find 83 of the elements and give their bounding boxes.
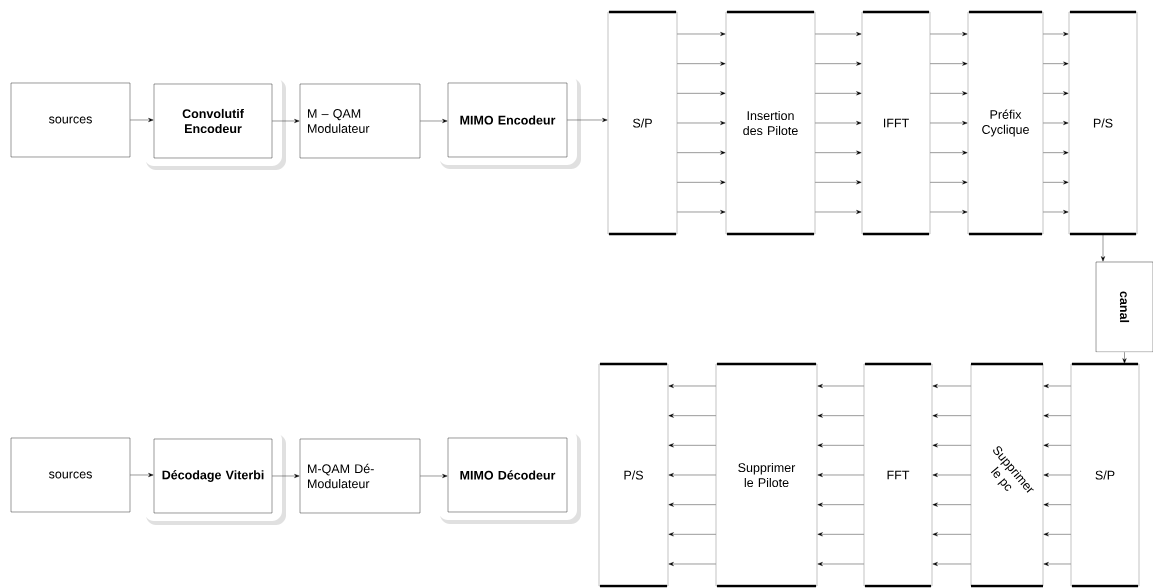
- arrow: [1043, 150, 1069, 155]
- arrow: [668, 502, 716, 507]
- arrow: [1043, 443, 1071, 448]
- arrow: [420, 474, 448, 478]
- arrow: [1122, 352, 1127, 364]
- arrow: [932, 413, 971, 418]
- arrow: [668, 443, 716, 448]
- encoder-box: MIMO Encodeur: [438, 74, 581, 169]
- process-box: S/P: [607, 10, 678, 236]
- arrow: [130, 118, 154, 122]
- arrow: [932, 384, 971, 388]
- arrow: [567, 118, 608, 122]
- arrow: [930, 210, 968, 214]
- arrow: [817, 413, 864, 418]
- arrow: [677, 180, 726, 185]
- arrow: [1043, 180, 1069, 185]
- process-box: M-QAM Dé-Modulateur: [299, 438, 421, 514]
- arrow: [1043, 61, 1069, 66]
- arrow: [668, 532, 716, 537]
- arrow: [930, 61, 968, 66]
- source-box: sources: [10, 82, 131, 158]
- arrow: [677, 210, 726, 214]
- arrow: [817, 502, 864, 507]
- arrow: [668, 562, 716, 566]
- arrow: [817, 384, 864, 388]
- arrow: [130, 473, 154, 477]
- arrow: [815, 210, 862, 214]
- arrow: [1043, 413, 1071, 418]
- process-box: M – QAM Modulateur: [299, 83, 421, 159]
- arrow: [1043, 210, 1069, 214]
- channel-box: canal: [1095, 261, 1153, 353]
- arrow: [668, 473, 716, 477]
- arrow: [1043, 121, 1069, 125]
- arrow: [930, 91, 968, 96]
- arrow: [817, 443, 864, 448]
- arrow: [1043, 32, 1069, 36]
- source-box: sources: [10, 437, 131, 513]
- arrow: [815, 32, 862, 36]
- process-box: IFFT: [861, 10, 931, 236]
- process-box: S/P: [1070, 362, 1140, 588]
- arrow: [817, 532, 864, 537]
- arrow: [815, 61, 862, 66]
- arrow: [677, 32, 726, 36]
- arrow: [932, 473, 971, 477]
- arrow: [272, 119, 300, 123]
- arrow: [1043, 384, 1071, 388]
- arrow: [1043, 502, 1071, 507]
- arrow: [815, 91, 862, 96]
- encoder-box: MIMO Décodeur: [438, 429, 581, 524]
- arrow: [1043, 91, 1069, 96]
- arrow: [668, 413, 716, 418]
- arrow: [272, 474, 300, 478]
- arrow: [1043, 532, 1071, 537]
- process-box: P/S: [1068, 10, 1138, 236]
- arrow: [930, 121, 968, 125]
- arrow: [668, 384, 716, 388]
- arrow: [932, 562, 971, 566]
- arrow: [815, 121, 862, 125]
- arrow: [932, 532, 971, 537]
- arrow: [815, 150, 862, 155]
- encoder-box: Décodage Viterbi: [144, 430, 286, 525]
- arrow: [817, 562, 864, 566]
- process-box: Préfix Cyclique: [967, 10, 1044, 236]
- encoder-box: Convolutif Encodeur: [144, 75, 286, 170]
- process-box: FFT: [863, 362, 933, 588]
- arrow: [420, 119, 448, 123]
- process-box: P/S: [598, 362, 669, 588]
- arrow: [1101, 234, 1105, 262]
- arrow: [677, 61, 726, 66]
- arrow: [817, 473, 864, 477]
- arrow: [930, 32, 968, 36]
- arrow: [930, 180, 968, 185]
- arrow: [677, 121, 726, 125]
- process-box: Supprimer le Pilote: [715, 362, 818, 588]
- arrow: [815, 180, 862, 185]
- arrow: [677, 150, 726, 155]
- arrow: [930, 150, 968, 155]
- arrow: [1043, 473, 1071, 477]
- arrow: [932, 502, 971, 507]
- arrow: [677, 91, 726, 96]
- arrow: [932, 443, 971, 448]
- arrow: [1043, 562, 1071, 566]
- process-box: Insertion des Pilote: [725, 10, 816, 236]
